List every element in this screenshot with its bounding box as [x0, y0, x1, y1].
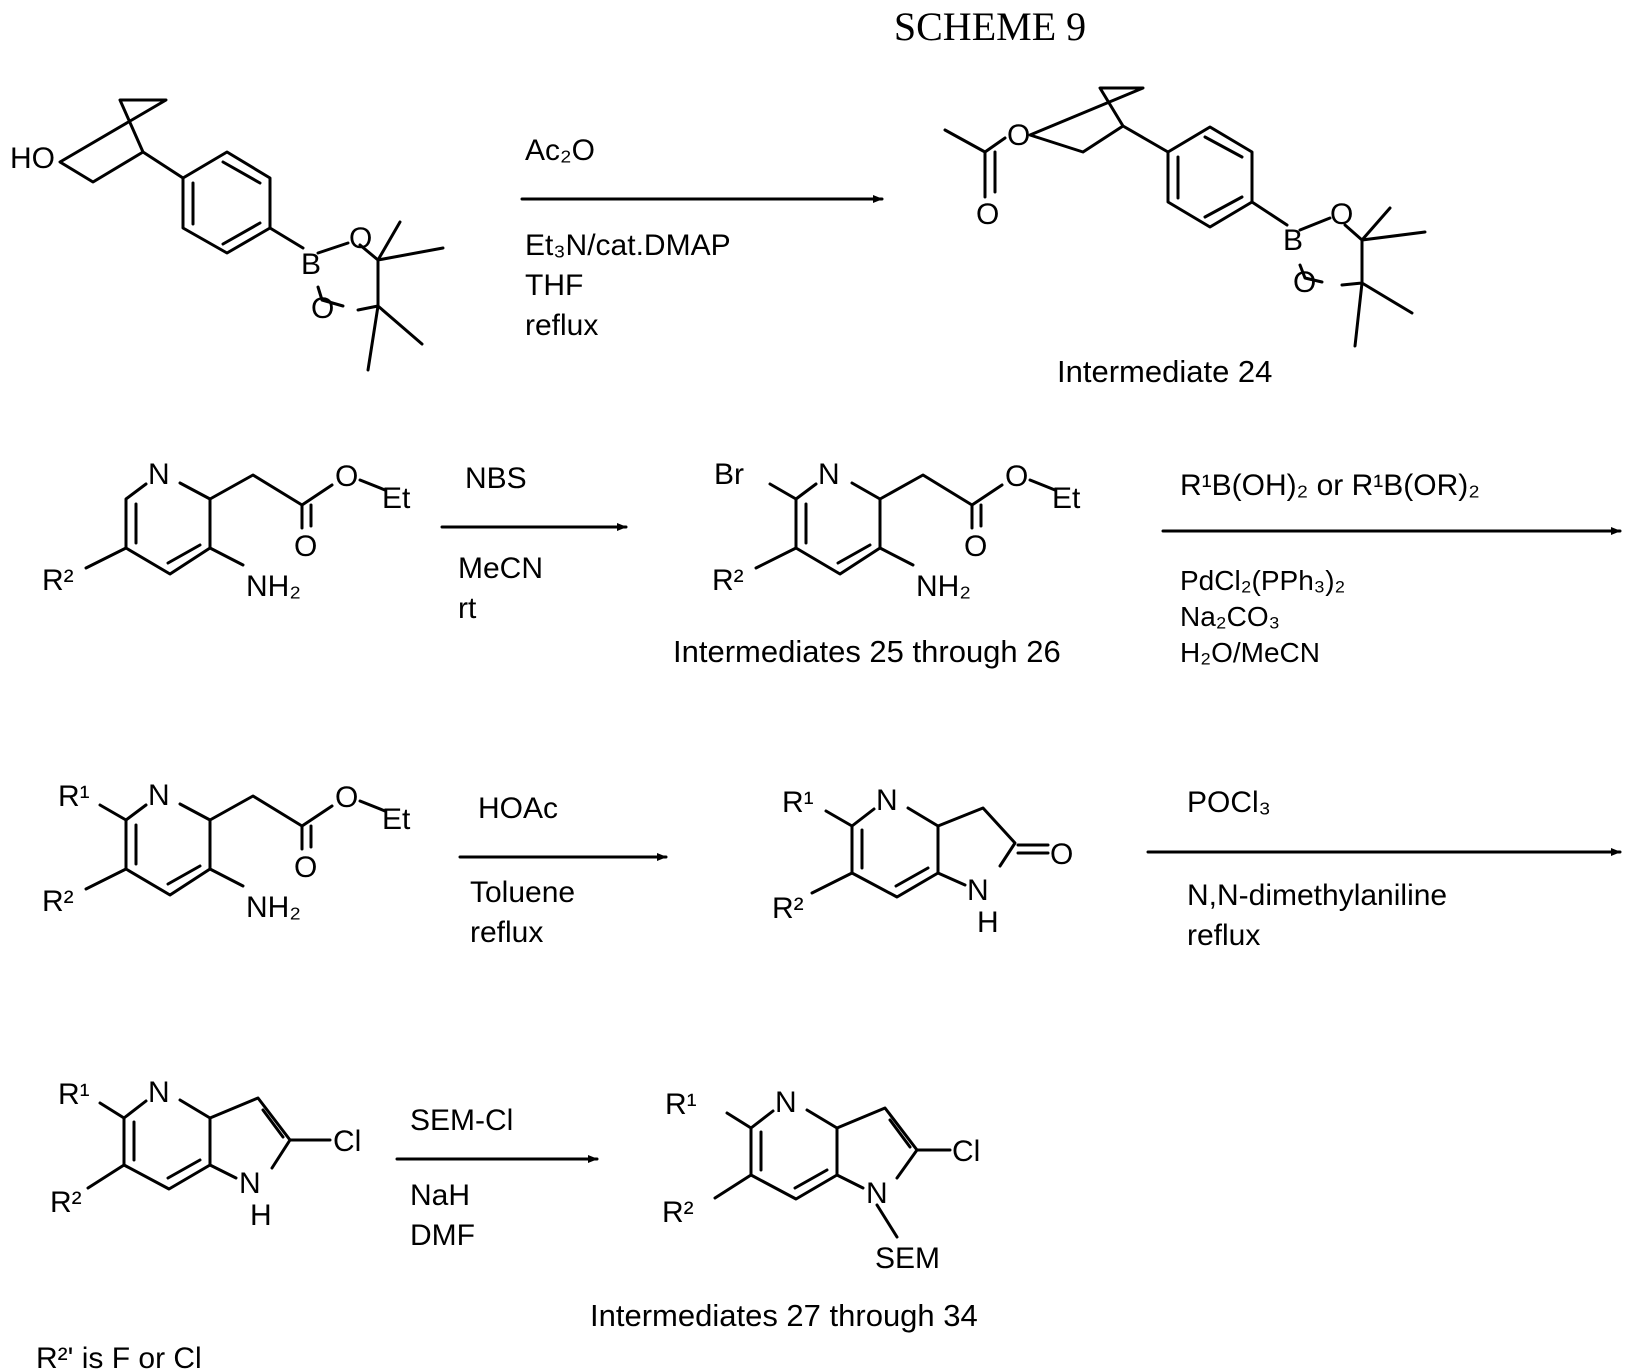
compound-azaindolinone: R¹ N O N H R² [772, 784, 1073, 939]
r2-label: R² [712, 564, 744, 597]
ho-label: HO [10, 142, 55, 175]
r2-label: R² [50, 1186, 82, 1219]
r1-label: R¹ [782, 786, 814, 819]
sem-label: SEM [875, 1242, 940, 1275]
r2-label: R² [42, 564, 74, 597]
amino-label: NH₂ [246, 570, 301, 603]
scheme-title: SCHEME 9 [894, 4, 1086, 49]
oxygen-label: O [1005, 460, 1028, 493]
condition-label: rt [458, 592, 477, 625]
compound-intermediates-27-34: R¹ N Cl N SEM R² Intermediates 27 throug… [590, 1086, 980, 1333]
reaction-step-6: SEM-Cl NaH DMF [397, 1104, 597, 1252]
compound-substituted-aminopyridine: R¹ N O O Et NH₂ R² [42, 779, 411, 924]
compound-chloro-azaindole: R¹ N Cl N H R² [50, 1076, 361, 1232]
ethyl-label: Et [382, 482, 411, 515]
reagent-label: HOAc [478, 792, 558, 825]
compound-alcohol-boronate: HO B O O [10, 100, 443, 370]
nitrogen-label: N [239, 1167, 261, 1200]
boron-label: B [301, 248, 321, 281]
reaction-step-5: POCl₃ N,N-dimethylaniline reflux [1148, 786, 1620, 952]
oxygen-label: O [964, 530, 987, 563]
reaction-step-1: Ac₂O Et₃N/cat.DMAP THF reflux [522, 134, 882, 342]
r2-label: R² [772, 892, 804, 925]
oxygen-label: O [1330, 198, 1353, 231]
condition-label: reflux [1187, 919, 1260, 952]
reaction-step-2: NBS MeCN rt [442, 462, 626, 625]
condition-label: NaH [410, 1179, 470, 1212]
oxygen-label: O [1007, 119, 1030, 152]
reagent-label: R¹B(OH)₂ or R¹B(OR)₂ [1180, 469, 1480, 502]
condition-label: H₂O/MeCN [1180, 637, 1320, 668]
amino-label: NH₂ [916, 570, 971, 603]
footnote: R²' is F or Cl [36, 1342, 202, 1370]
condition-label: Et₃N/cat.DMAP [525, 229, 731, 262]
boron-label: B [1283, 224, 1303, 257]
oxygen-label: O [294, 851, 317, 884]
compound-aminopyridine-ester: N O O Et NH₂ R² [42, 458, 411, 603]
r2-label: R² [42, 885, 74, 918]
oxygen-label: O [1293, 266, 1316, 299]
nitrogen-label: N [818, 458, 840, 491]
condition-label: Toluene [470, 876, 575, 909]
ethyl-label: Et [382, 803, 411, 836]
ethyl-label: Et [1052, 482, 1081, 515]
condition-label: N,N-dimethylaniline [1187, 879, 1447, 912]
nitrogen-label: N [775, 1086, 797, 1119]
nitrogen-label: N [148, 1076, 170, 1109]
oxygen-label: O [294, 530, 317, 563]
amino-label: NH₂ [246, 891, 301, 924]
reaction-step-4: HOAc Toluene reflux [460, 792, 666, 949]
condition-label: Na₂CO₃ [1180, 601, 1280, 632]
compound-intermediate-24: O O B O O Intermediate 24 [945, 88, 1425, 389]
r2-label: R² [662, 1196, 694, 1229]
chlorine-label: Cl [952, 1135, 980, 1168]
oxygen-label: O [1050, 838, 1073, 871]
reagent-label: NBS [465, 462, 527, 495]
oxygen-label: O [335, 781, 358, 814]
nitrogen-label: N [148, 458, 170, 491]
nitrogen-label: N [876, 784, 898, 817]
reagent-label: POCl₃ [1187, 786, 1271, 819]
nitrogen-label: N [148, 779, 170, 812]
oxygen-label: O [976, 198, 999, 231]
oxygen-label: O [335, 460, 358, 493]
reagent-label: Ac₂O [525, 134, 595, 167]
r1-label: R¹ [58, 1078, 90, 1111]
bromine-label: Br [714, 458, 744, 491]
reaction-step-3: R¹B(OH)₂ or R¹B(OR)₂ PdCl₂(PPh₃)₂ Na₂CO₃… [1163, 469, 1620, 668]
oxygen-label: O [311, 292, 334, 325]
compound-label: Intermediate 24 [1057, 354, 1272, 389]
reagent-label: SEM-Cl [410, 1104, 513, 1137]
condition-label: DMF [410, 1219, 475, 1252]
condition-label: reflux [525, 309, 598, 342]
condition-label: reflux [470, 916, 543, 949]
compound-label: Intermediates 25 through 26 [673, 634, 1061, 669]
chlorine-label: Cl [333, 1125, 361, 1158]
condition-label: PdCl₂(PPh₃)₂ [1180, 565, 1345, 596]
nitrogen-label: N [967, 874, 989, 907]
compound-label: Intermediates 27 through 34 [590, 1298, 978, 1333]
condition-label: MeCN [458, 552, 543, 585]
oxygen-label: O [349, 222, 372, 255]
r1-label: R¹ [665, 1088, 697, 1121]
r1-label: R¹ [58, 780, 90, 813]
hydrogen-label: H [250, 1199, 272, 1232]
compound-intermediates-25-26: Br N O O Et NH₂ R² Intermediates 25 thro… [673, 458, 1081, 669]
hydrogen-label: H [977, 906, 999, 939]
nitrogen-label: N [866, 1177, 888, 1210]
condition-label: THF [525, 269, 583, 302]
